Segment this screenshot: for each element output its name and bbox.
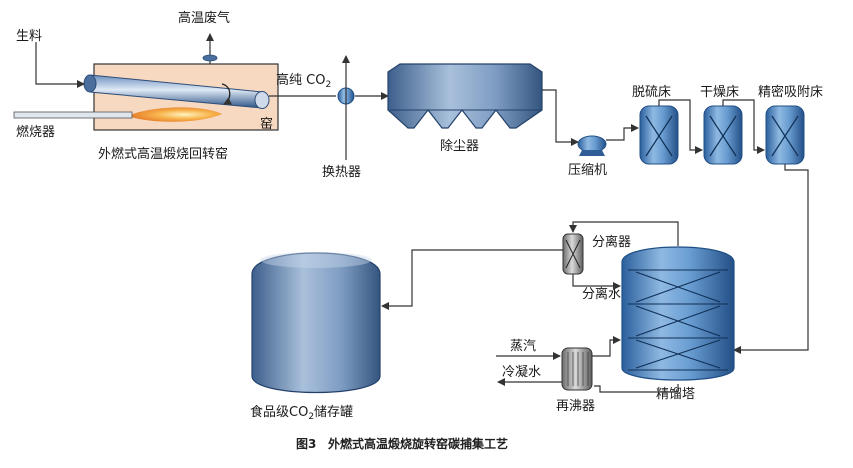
burner-pipe: [13, 111, 133, 119]
compressor-icon: [577, 135, 607, 153]
compressor-label: 压缩机: [568, 162, 607, 178]
kiln-drum-end: [254, 91, 270, 109]
storage-tank-body: [251, 252, 381, 394]
figure-number: 图3: [296, 437, 316, 451]
drying-packing: [709, 115, 737, 157]
desulf-to-dry-line: [658, 99, 703, 154]
duster-to-compressor-line: [542, 89, 579, 146]
dust-remover: 除尘器: [387, 63, 543, 154]
separator-packing: [565, 239, 581, 269]
flame-icon: [128, 107, 222, 122]
adsorption-packing: [771, 115, 799, 157]
reboiler: 再沸器: [556, 347, 595, 414]
raw-material-label: 生料: [16, 29, 42, 44]
kiln-drum-inlet: [83, 74, 97, 93]
separator-to-tank-line: [381, 249, 563, 310]
figure-title: 外燃式高温煅烧旋转窑碳捕集工艺: [328, 436, 508, 451]
reboiler-label: 再沸器: [556, 399, 595, 414]
heat-exchanger-label: 换热器: [322, 165, 361, 180]
drying-bed: 干燥床: [700, 85, 743, 165]
separator-to-rectifier-line: [572, 274, 621, 290]
compressor-base: [579, 150, 605, 156]
desulfurization-label: 脱硫床: [632, 85, 671, 100]
rectifier-to-reboiler-line: [594, 384, 679, 393]
condensate-label: 冷凝水: [502, 364, 541, 380]
rectifier-packing: [628, 269, 728, 371]
separated-water-label: 分离水: [582, 286, 621, 302]
rectifier-to-separator-line: [569, 221, 679, 246]
kiln-tail-label: 窑: [260, 116, 273, 132]
reboiler-to-rectifier-top-line: [592, 336, 621, 357]
dust-remover-body: [387, 63, 543, 129]
compressor-to-desulf-line: [606, 124, 639, 141]
dry-to-adsorb-line: [722, 99, 765, 154]
rectifier-body: [621, 246, 735, 381]
steam-label: 蒸汽: [510, 339, 536, 354]
adsorption-label: 精密吸附床: [758, 84, 823, 100]
dust-remover-label: 除尘器: [440, 139, 479, 154]
hot-exhaust-label: 高温废气: [178, 10, 230, 26]
compressor: 压缩机: [568, 135, 607, 178]
desulfurization-bed: 脱硫床: [632, 85, 679, 165]
rotary-kiln: 生料 高温废气 燃烧器 窑 外燃式高温煅烧回转窑: [13, 10, 279, 162]
separator: 分离器 分离水: [562, 233, 631, 302]
separator-label: 分离器: [592, 234, 631, 250]
adsorb-to-rectifier-line: [733, 164, 809, 354]
raw-feed-line: [35, 42, 85, 88]
storage-tank: 食品级CO2储存罐: [250, 252, 381, 422]
burner-label: 燃烧器: [16, 124, 55, 140]
desulfurization-packing: [645, 115, 673, 157]
fine-adsorption-bed: 精密吸附床: [758, 84, 823, 165]
storage-tank-label: 食品级CO2储存罐: [250, 404, 353, 422]
rectifier-label: 精馏塔: [656, 387, 695, 402]
reboiler-tubes: [567, 352, 589, 386]
rectifier-tower: 精馏塔: [621, 246, 735, 402]
storage-tank-top-highlight: [260, 252, 372, 268]
co2-label: 高纯 CO2: [276, 72, 331, 90]
kiln-name-label: 外燃式高温煅烧回转窑: [98, 146, 228, 162]
drying-label: 干燥床: [700, 85, 739, 100]
rotation-arrow-icon: [221, 83, 233, 105]
exhaust-port: [202, 54, 218, 62]
heat-exchanger: 换热器: [269, 55, 389, 180]
reboiler-vessel: [561, 347, 593, 391]
